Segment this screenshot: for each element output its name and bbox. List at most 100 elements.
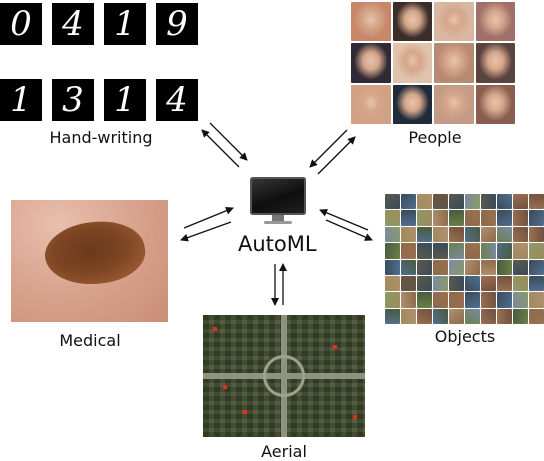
face-photo — [392, 84, 432, 124]
object-thumbnail — [401, 210, 416, 226]
digit-tile: 4 — [156, 79, 198, 121]
object-thumbnail — [465, 308, 480, 324]
face-photo — [434, 2, 474, 42]
object-thumbnail — [481, 275, 496, 292]
object-thumbnail — [417, 308, 432, 324]
object-thumbnail — [465, 210, 480, 226]
object-thumbnail — [529, 292, 544, 308]
object-thumbnail — [465, 292, 480, 308]
digit-tile: 1 — [104, 3, 146, 45]
digit-tile: 4 — [52, 3, 94, 45]
object-thumbnail — [513, 292, 528, 308]
face-photo — [475, 2, 515, 42]
object-thumbnail — [417, 210, 432, 226]
arrow — [319, 209, 369, 231]
computer-monitor-icon — [250, 177, 306, 225]
object-thumbnail — [433, 194, 448, 210]
object-thumbnail — [529, 210, 544, 226]
people-label: People — [408, 128, 462, 147]
handwriting-label: Hand-writing — [49, 128, 153, 147]
object-thumbnail — [497, 226, 512, 243]
object-thumbnail — [401, 275, 416, 292]
medical-label: Medical — [59, 331, 121, 350]
object-thumbnail — [481, 194, 496, 210]
object-thumbnail — [513, 259, 528, 275]
object-thumbnail — [385, 275, 400, 292]
object-thumbnail — [497, 308, 512, 324]
face-photo — [475, 84, 515, 124]
object-thumbnail — [401, 194, 416, 210]
object-thumbnail — [433, 210, 448, 226]
object-thumbnail — [513, 308, 528, 324]
arrow — [201, 129, 240, 168]
arrow — [309, 129, 348, 168]
digit-tile: 1 — [0, 79, 42, 121]
object-thumbnail — [481, 243, 496, 259]
object-thumbnail — [497, 210, 512, 226]
object-thumbnail — [513, 210, 528, 226]
object-thumbnail — [465, 275, 480, 292]
object-thumbnail — [449, 243, 464, 259]
object-thumbnail — [449, 210, 464, 226]
object-thumbnail — [497, 194, 512, 210]
object-thumbnail — [465, 194, 480, 210]
object-thumbnail — [449, 275, 464, 292]
center-label: AutoML — [238, 232, 317, 256]
object-thumbnail — [385, 243, 400, 259]
digit-tile: 1 — [104, 79, 146, 121]
object-thumbnail — [417, 275, 432, 292]
object-thumbnail — [449, 292, 464, 308]
arrow — [180, 221, 232, 242]
object-thumbnail — [465, 259, 480, 275]
object-thumbnail — [497, 259, 512, 275]
object-thumbnail — [417, 259, 432, 275]
object-thumbnail — [385, 259, 400, 275]
object-thumbnail — [385, 308, 400, 324]
object-thumbnail — [385, 292, 400, 308]
object-thumbnail — [401, 226, 416, 243]
object-thumbnail — [465, 226, 480, 243]
people-image — [351, 2, 515, 124]
object-thumbnail — [401, 292, 416, 308]
objects-image — [385, 194, 544, 324]
object-thumbnail — [385, 194, 400, 210]
object-thumbnail — [449, 194, 464, 210]
object-thumbnail — [481, 308, 496, 324]
object-thumbnail — [529, 226, 544, 243]
face-photo — [392, 43, 432, 83]
object-thumbnail — [481, 292, 496, 308]
face-photo — [351, 84, 391, 124]
object-thumbnail — [385, 210, 400, 226]
object-thumbnail — [449, 226, 464, 243]
object-thumbnail — [417, 194, 432, 210]
object-thumbnail — [497, 275, 512, 292]
object-thumbnail — [513, 194, 528, 210]
aerial-label: Aerial — [261, 442, 307, 461]
object-thumbnail — [529, 308, 544, 324]
objects-label: Objects — [434, 327, 496, 346]
object-thumbnail — [433, 275, 448, 292]
arrow — [183, 206, 234, 229]
face-photo — [434, 43, 474, 83]
face-photo — [351, 43, 391, 83]
object-thumbnail — [513, 243, 528, 259]
object-thumbnail — [385, 226, 400, 243]
medical-image — [11, 200, 168, 322]
object-thumbnail — [529, 194, 544, 210]
arrow — [209, 122, 248, 161]
aerial-image — [203, 315, 365, 437]
face-photo — [434, 84, 474, 124]
digit-tile: 9 — [156, 3, 198, 45]
digit-tile: 0 — [0, 3, 42, 45]
object-thumbnail — [417, 292, 432, 308]
arrow — [325, 219, 373, 241]
face-photo — [351, 2, 391, 42]
object-thumbnail — [433, 226, 448, 243]
object-thumbnail — [449, 259, 464, 275]
arrow — [317, 136, 356, 175]
object-thumbnail — [529, 275, 544, 292]
object-thumbnail — [513, 226, 528, 243]
object-thumbnail — [497, 292, 512, 308]
object-thumbnail — [465, 243, 480, 259]
face-photo — [392, 2, 432, 42]
